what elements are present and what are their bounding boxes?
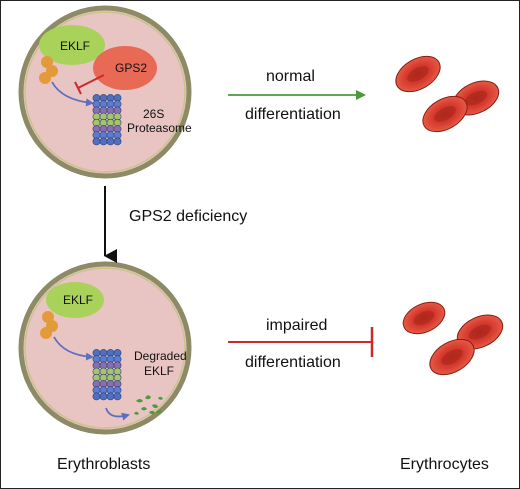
erythrocytes-label: Erythrocytes	[400, 456, 489, 473]
degraded-label-line2: EKLF	[144, 364, 175, 378]
proteasome-subunit	[99, 392, 108, 401]
proteasome-subunit	[92, 392, 101, 401]
proteasome-subunit	[113, 392, 122, 401]
top-blue-arrow	[51, 81, 94, 107]
proteasome-subunit	[92, 137, 101, 146]
proteasome-subunit	[99, 137, 108, 146]
bottom-proteasome	[92, 349, 122, 401]
top-ekfl-label: EKLF	[60, 39, 91, 53]
bottom-exit-arrow	[105, 407, 130, 421]
bottom-cell	[18, 261, 192, 435]
proteasome-subunit	[106, 137, 115, 146]
gps2-deficiency-label: GPS2 deficiency	[129, 208, 248, 225]
proteasome-label-line1: 26S	[143, 107, 165, 121]
top-erythrocytes	[395, 55, 500, 133]
top-proteasome	[92, 94, 122, 146]
proteasome-label-line2: Proteasome	[127, 121, 192, 135]
bottom-ekfl-label: EKLF	[63, 293, 94, 307]
bottom-erythrocytes	[402, 301, 504, 376]
normal-label: normal	[266, 68, 315, 85]
degraded-label-line1: Degraded	[134, 349, 187, 363]
top-gps2-label: GPS2	[115, 61, 148, 75]
proteasome-subunit	[106, 392, 115, 401]
degraded-fragments	[134, 395, 163, 415]
impaired-differentiation-label: differentiation	[245, 354, 341, 371]
bottom-ekfl-blob	[46, 282, 104, 318]
bottom-blue-arrow	[53, 336, 94, 361]
erythroblasts-label: Erythroblasts	[57, 456, 151, 473]
bottom-ubiquitin-chain	[40, 311, 58, 339]
normal-differentiation-label: differentiation	[245, 106, 341, 123]
top-ubiquitin-chain	[39, 56, 58, 84]
bottom-cell-membrane	[18, 261, 192, 435]
top-ekfl-blob	[39, 25, 105, 65]
impaired-label: impaired	[266, 317, 328, 334]
top-gps2-blob	[93, 46, 157, 90]
proteasome-subunit	[113, 137, 122, 146]
top-inhibition-mark	[74, 74, 105, 95]
impaired-differentiation-inhibitor	[228, 327, 374, 357]
